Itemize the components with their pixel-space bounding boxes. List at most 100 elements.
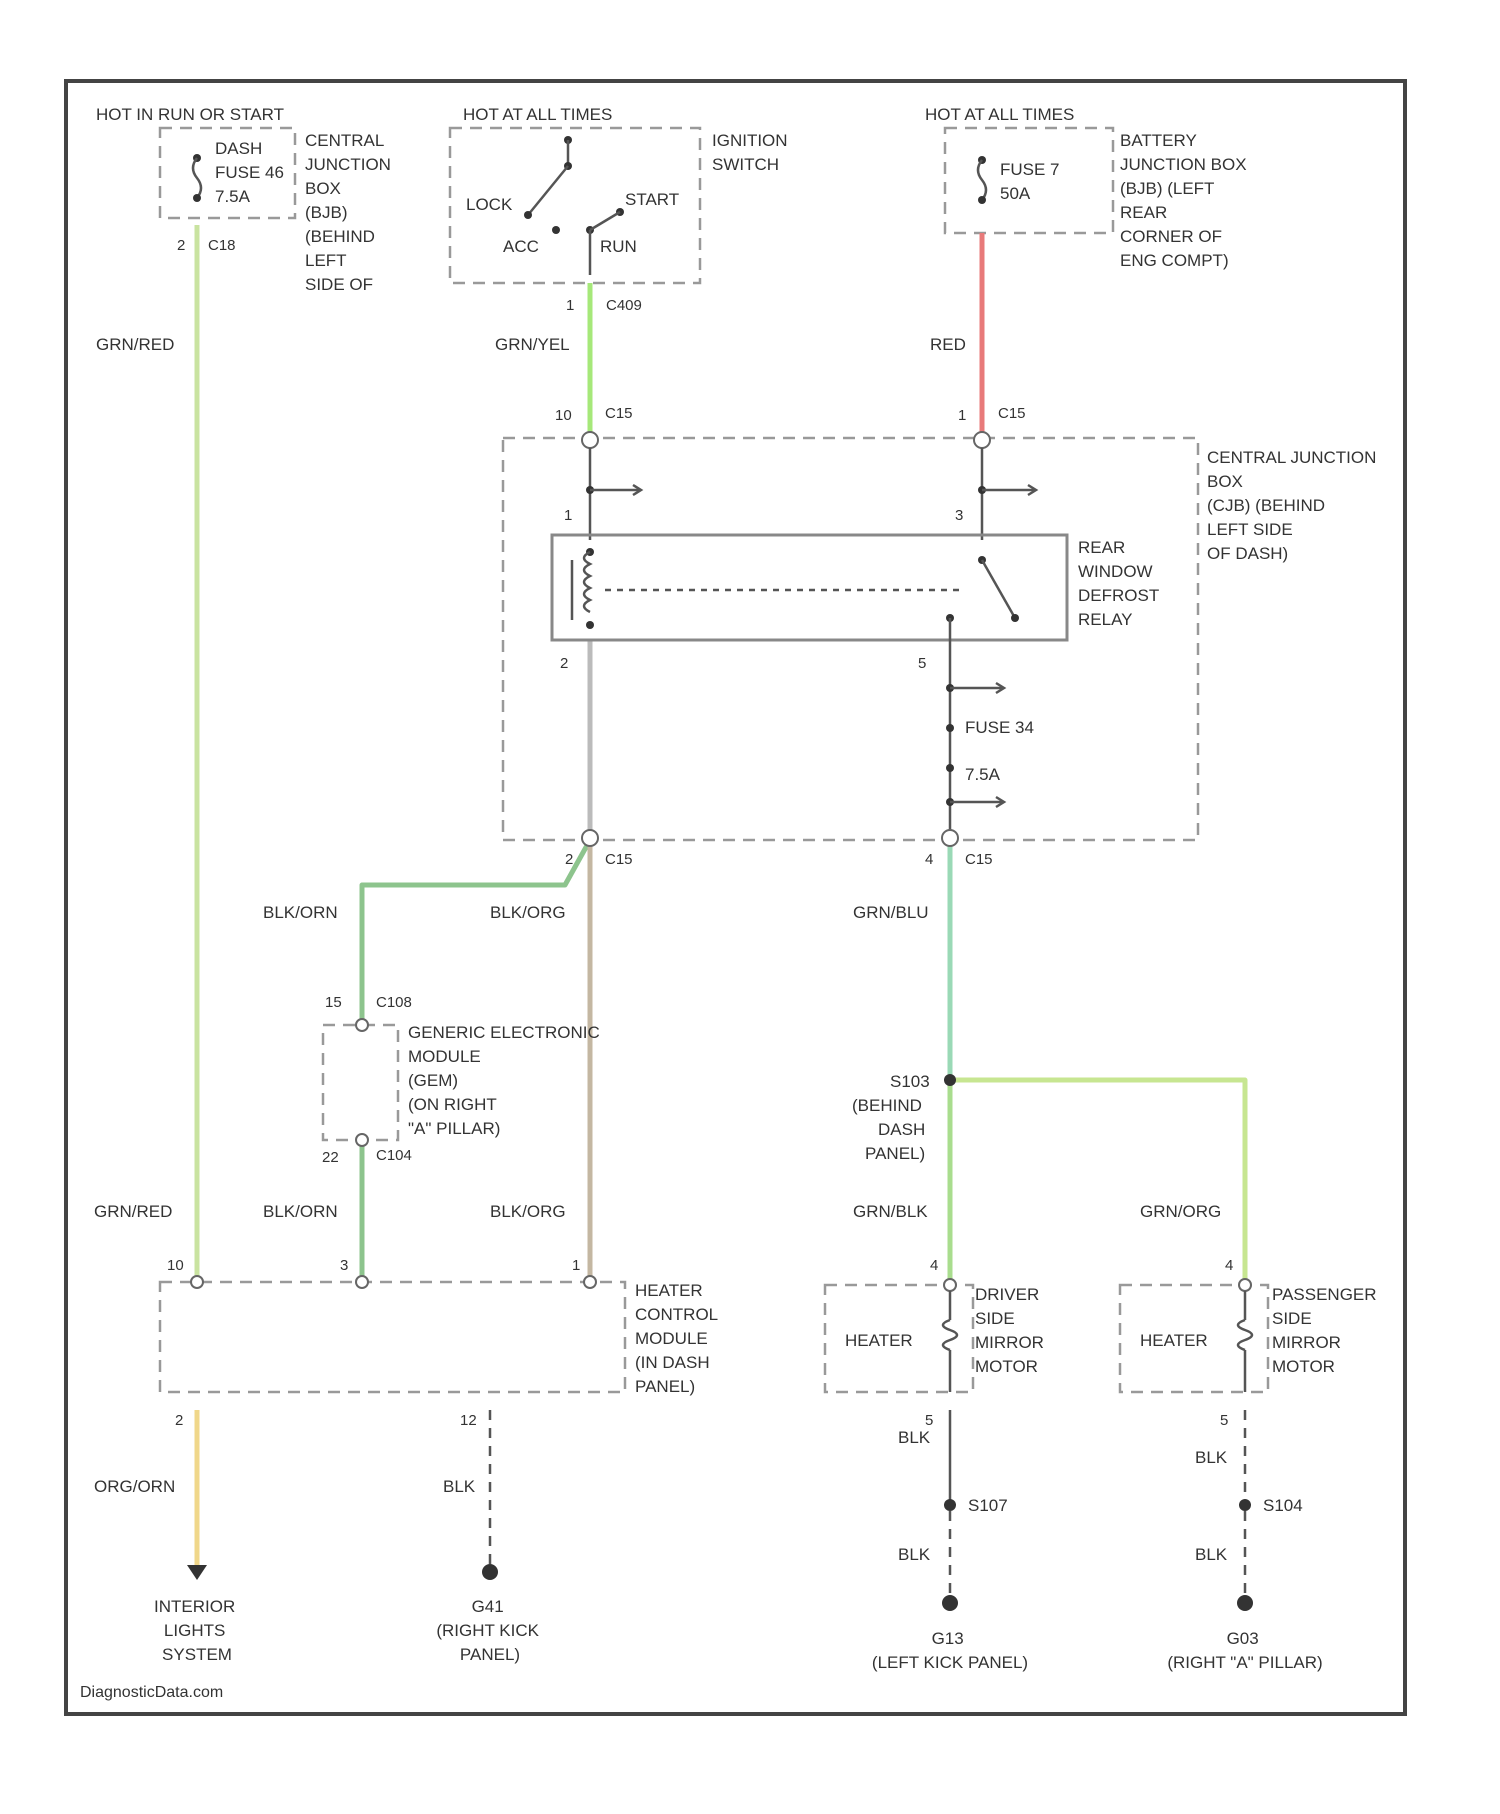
dash-fuse-symbol xyxy=(193,154,201,202)
wire-label-blk-orn-2: BLK/ORN xyxy=(263,1202,338,1221)
ignition-switch-label: IGNITION SWITCH xyxy=(712,131,792,174)
conn-c8: C104 xyxy=(376,1147,412,1164)
fuse-7-line-2: 50A xyxy=(1000,184,1031,203)
relay-line-2: WINDOW xyxy=(1078,562,1153,581)
pin-hcm-out2: 12 xyxy=(460,1412,477,1429)
connector-hcm-3 xyxy=(584,1276,596,1288)
conn-c2: C409 xyxy=(606,297,642,314)
wire-label-blk-org-1: BLK/ORG xyxy=(490,903,566,922)
connector-c15-left-bottom xyxy=(582,830,598,846)
wire-label-blk-orn-1: BLK/ORN xyxy=(263,903,338,922)
wire-grn-org xyxy=(950,1080,1245,1280)
cjb-1-label: CENTRAL JUNCTION BOX (BJB) (BEHIND LEFT … xyxy=(305,131,396,294)
cjb-2-line-5: OF DASH) xyxy=(1207,544,1288,563)
ign-line-1: IGNITION xyxy=(712,131,788,150)
pin-c15-br: 4 xyxy=(925,851,933,868)
fuse-34-label: FUSE 34 xyxy=(965,718,1034,737)
bjb-line-2: JUNCTION BOX xyxy=(1120,155,1247,174)
g03-line-2: (RIGHT "A" PILLAR) xyxy=(1167,1653,1322,1672)
pin-relay-3: 3 xyxy=(955,507,963,524)
il-line-3: SYSTEM xyxy=(162,1645,232,1664)
relay-line-3: DEFROST xyxy=(1078,586,1159,605)
pin-relay-1: 1 xyxy=(564,507,572,524)
connector-gem-bottom xyxy=(356,1134,368,1146)
splice-s104 xyxy=(1239,1499,1251,1511)
cjb-1-line-7: SIDE OF xyxy=(305,275,373,294)
cjb-2-line-3: (CJB) (BEHIND xyxy=(1207,496,1325,515)
g13-line-1: G13 xyxy=(932,1629,964,1648)
hcm-line-3: MODULE xyxy=(635,1329,708,1348)
g41-line-3: PANEL) xyxy=(460,1645,520,1664)
hcm-line-1: HEATER xyxy=(635,1281,703,1300)
passenger-heater-element xyxy=(1238,1291,1252,1392)
dash-fuse-line-2: FUSE 46 xyxy=(215,163,284,182)
wire-label-red: RED xyxy=(930,335,966,354)
cjb-2-line-4: LEFT SIDE xyxy=(1207,520,1293,539)
bjb-line-4: REAR xyxy=(1120,203,1167,222)
relay-line-4: RELAY xyxy=(1078,610,1133,629)
cjb-1-line-6: LEFT xyxy=(305,251,346,270)
fuse-7-symbol xyxy=(978,156,986,204)
wire-label-blk-1: BLK xyxy=(443,1477,476,1496)
pin-ign: 1 xyxy=(566,297,574,314)
wire-label-grn-yel: GRN/YEL xyxy=(495,335,570,354)
wire-label-blk-2: BLK xyxy=(898,1428,931,1447)
relay-coil xyxy=(572,548,960,629)
label-hot-all-times-1: HOT AT ALL TIMES xyxy=(463,105,612,124)
label-hot-run-start: HOT IN RUN OR START xyxy=(96,105,284,124)
conn-c4: C15 xyxy=(998,405,1026,422)
pin-relay-5: 5 xyxy=(918,655,926,672)
interior-lights-label: INTERIOR LIGHTS SYSTEM xyxy=(154,1597,240,1664)
pin-drv-top: 4 xyxy=(930,1257,938,1274)
rear-window-defrost-relay xyxy=(552,535,1067,640)
g-right-kick-label: G41 (RIGHT KICK PANEL) xyxy=(436,1597,543,1664)
rear-relay-label: REAR WINDOW DEFROST RELAY xyxy=(1078,538,1164,629)
connector-hcm-2 xyxy=(356,1276,368,1288)
bjb-line-3: (BJB) (LEFT xyxy=(1120,179,1214,198)
pin-c15-bl: 2 xyxy=(565,851,573,868)
gem-line-4: (ON RIGHT xyxy=(408,1095,496,1114)
splice-s107 xyxy=(944,1499,956,1511)
ground-g41 xyxy=(482,1564,498,1580)
drv-line-2: SIDE xyxy=(975,1309,1015,1328)
fuse-34-rating: 7.5A xyxy=(965,765,1001,784)
hcm-line-2: CONTROL xyxy=(635,1305,718,1324)
watermark: DiagnosticData.com xyxy=(80,1684,223,1701)
cjb-1-line-2: JUNCTION xyxy=(305,155,391,174)
dash-fuse-line-3: 7.5A xyxy=(215,187,251,206)
start-label: START xyxy=(625,190,679,209)
bjb-line-5: CORNER OF xyxy=(1120,227,1222,246)
il-line-1: INTERIOR xyxy=(154,1597,235,1616)
pass-mirror-label: PASSENGER SIDE MIRROR MOTOR xyxy=(1272,1285,1381,1376)
ign-line-2: SWITCH xyxy=(712,155,779,174)
battery-jb-label: BATTERY JUNCTION BOX (BJB) (LEFT REAR CO… xyxy=(1120,131,1251,270)
ground-g13 xyxy=(942,1595,958,1611)
g41-line-1: G41 xyxy=(472,1597,504,1616)
cjb-2-label: CENTRAL JUNCTION BOX (CJB) (BEHIND LEFT … xyxy=(1207,448,1381,563)
pin-dash: 2 xyxy=(177,237,185,254)
bjb-line-6: ENG COMPT) xyxy=(1120,251,1229,270)
heater-1-label: HEATER xyxy=(845,1331,913,1350)
label-hot-all-times-2: HOT AT ALL TIMES xyxy=(925,105,1074,124)
g13-line-2: (LEFT KICK PANEL) xyxy=(872,1653,1028,1672)
wire-label-grn-red-top: GRN/RED xyxy=(96,335,174,354)
g-right-a-label: G03 (RIGHT "A" PILLAR) xyxy=(1167,1629,1322,1672)
pin-c15-l: 10 xyxy=(555,407,572,424)
wire-label-blk-org-2: BLK/ORG xyxy=(490,1202,566,1221)
fuse-7-label: FUSE 7 50A xyxy=(1000,160,1064,203)
interior-lights-arrow xyxy=(187,1565,207,1580)
wire-label-grn-blk: GRN/BLK xyxy=(853,1202,928,1221)
connector-c15-right-top xyxy=(974,432,990,448)
run-label: RUN xyxy=(600,237,637,256)
hcm-line-5: PANEL) xyxy=(635,1377,695,1396)
gem-line-3: (GEM) xyxy=(408,1071,458,1090)
driver-heater-element xyxy=(943,1291,957,1392)
connector-drv-top xyxy=(944,1279,956,1291)
wire-label-blk-4: BLK xyxy=(1195,1448,1228,1467)
gem-line-1: GENERIC ELECTRONIC xyxy=(408,1023,600,1042)
pass-line-4: MOTOR xyxy=(1272,1357,1335,1376)
connector-c15-right-bottom xyxy=(942,830,958,846)
conn-c7: C108 xyxy=(376,994,412,1011)
pass-line-2: SIDE xyxy=(1272,1309,1312,1328)
connector-gem-top xyxy=(356,1019,368,1031)
